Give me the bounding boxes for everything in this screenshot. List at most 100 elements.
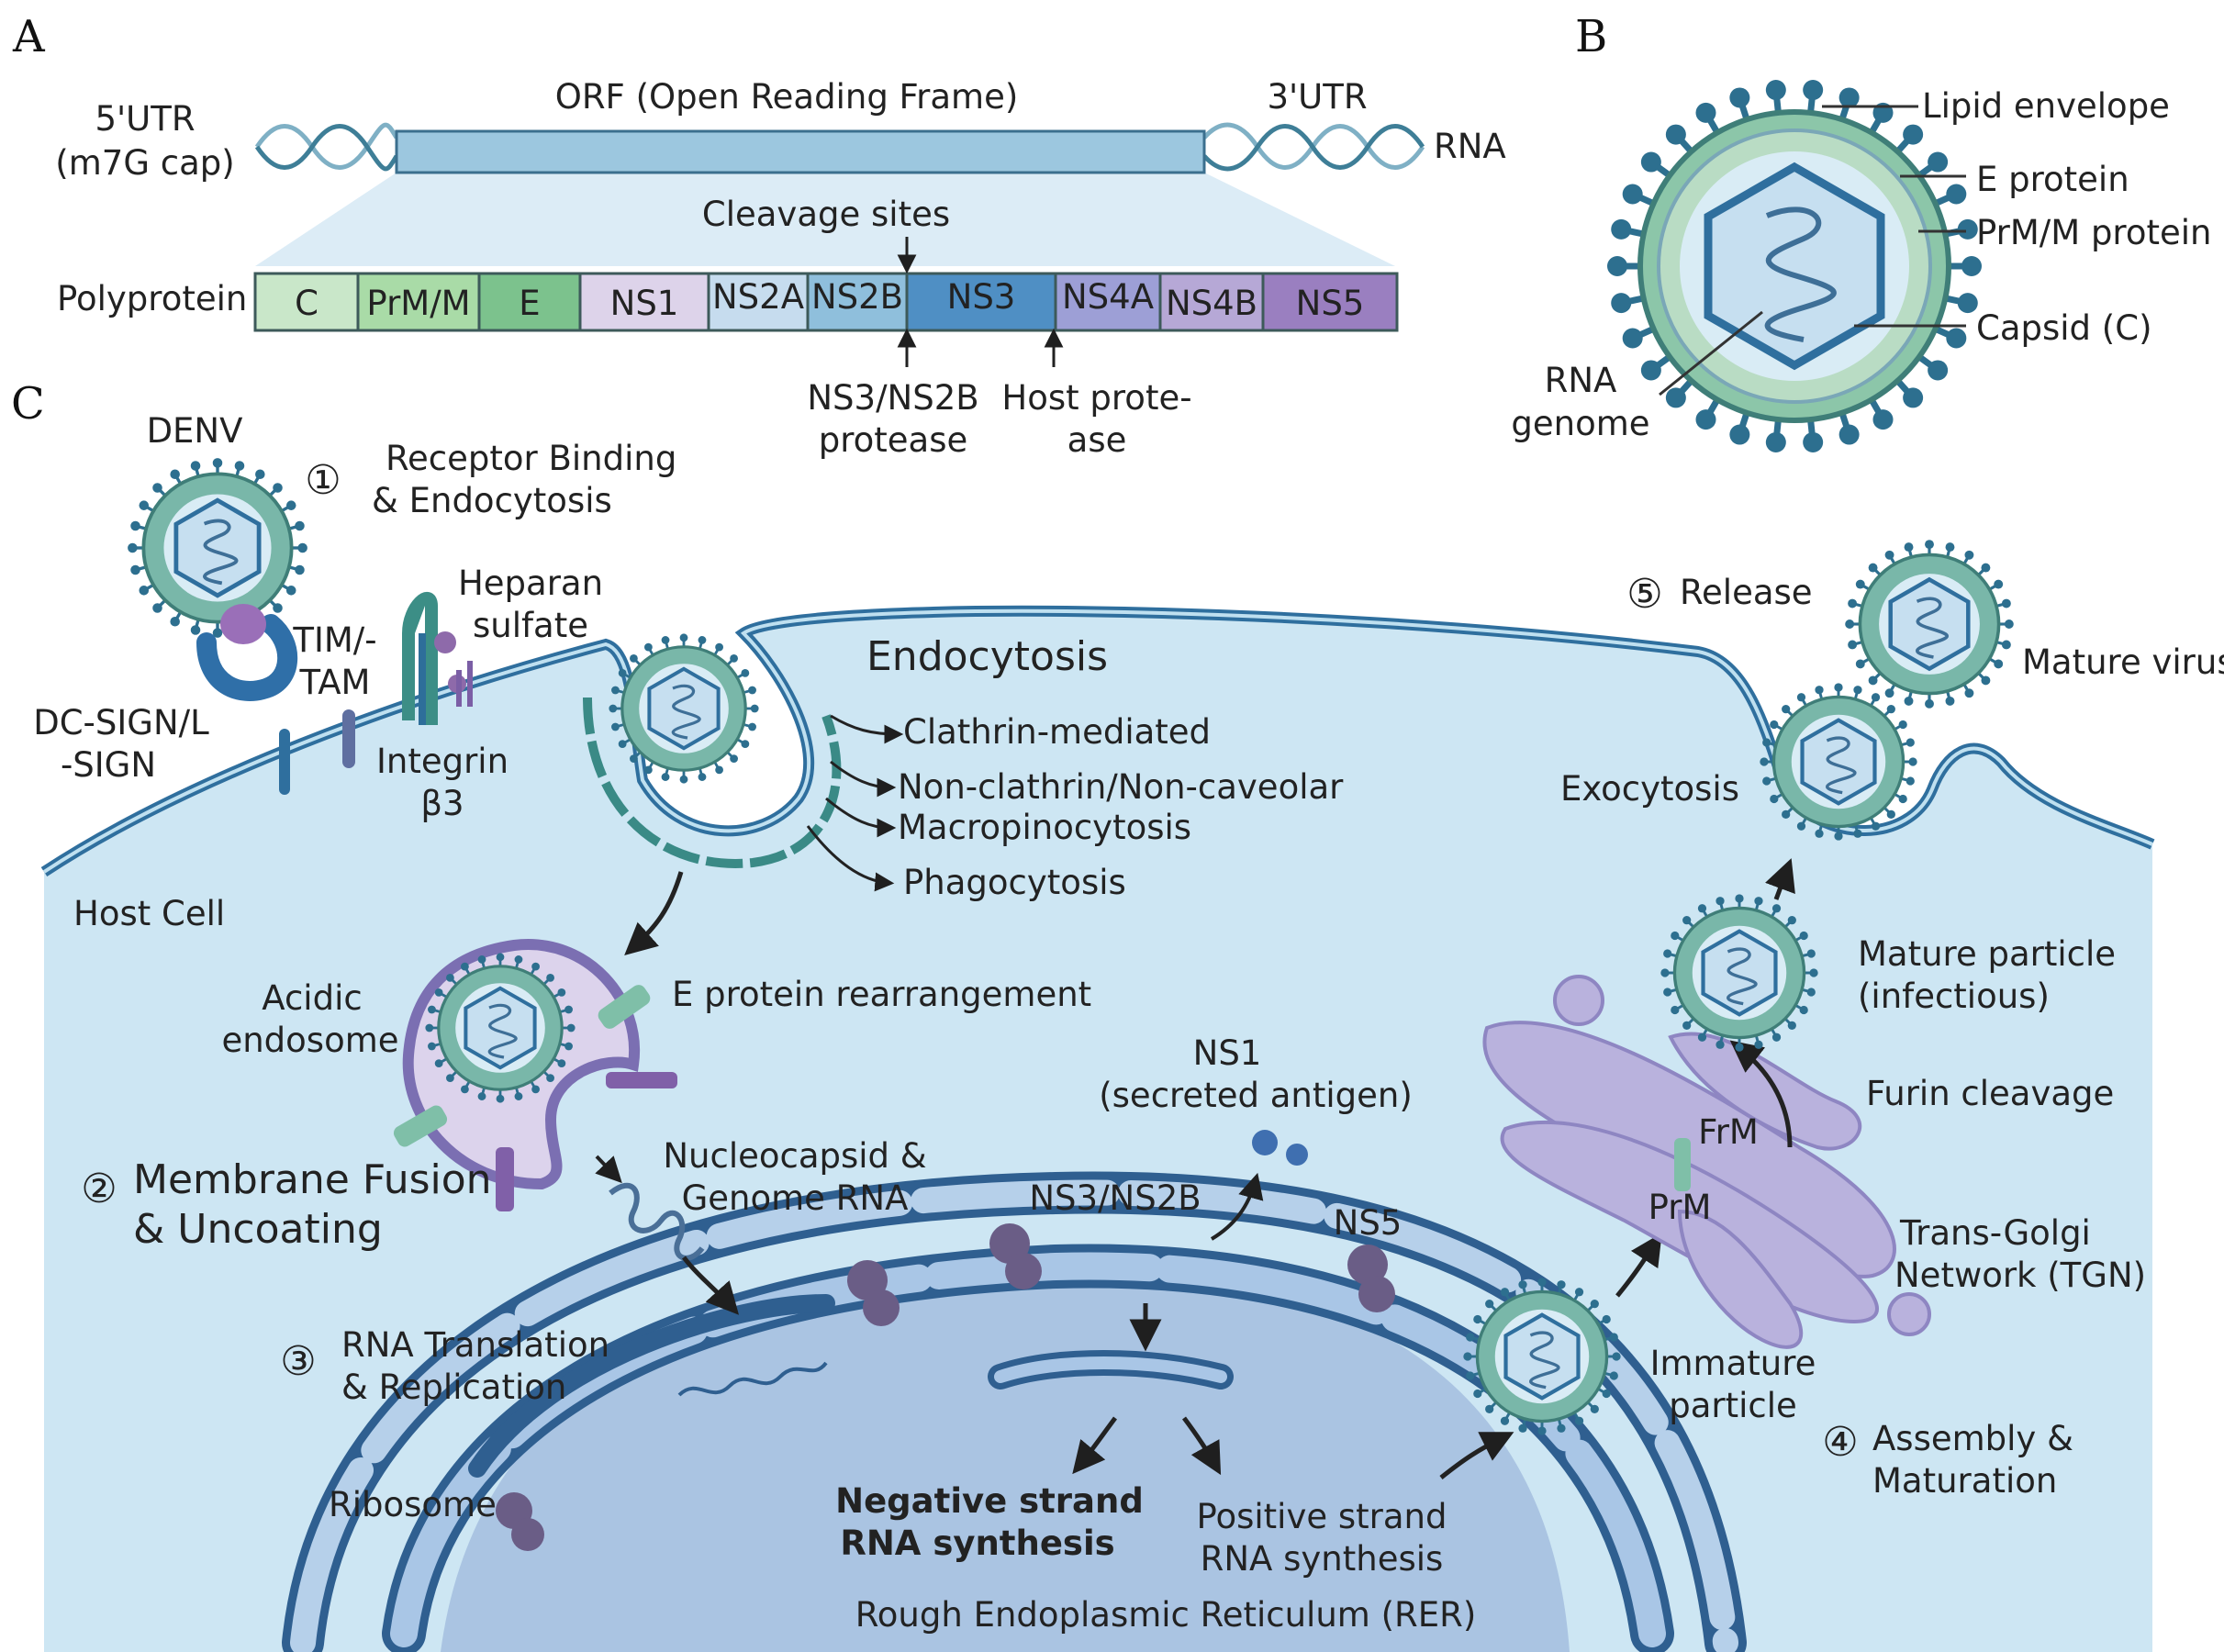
spike-head xyxy=(2004,620,2014,629)
integrin-label-1: Integrin xyxy=(376,742,509,781)
polyprotein-bar xyxy=(253,272,1399,332)
step2-title-2: & Uncoating xyxy=(133,1206,383,1253)
spike-head xyxy=(1663,949,1672,958)
spike-head xyxy=(1612,1352,1621,1361)
spike-head xyxy=(285,500,296,510)
segment-ns5 xyxy=(1261,272,1399,332)
negative-strand-arrow xyxy=(1072,1416,1118,1475)
spike-head xyxy=(698,773,707,781)
virion-rna xyxy=(1528,1331,1560,1390)
spike-head xyxy=(434,988,443,997)
spike-head xyxy=(1908,757,1917,766)
step1-title-2: & Endocytosis xyxy=(372,481,612,520)
step3-title-2: & Replication xyxy=(341,1367,566,1407)
spike-head xyxy=(1994,659,2004,669)
spike-head xyxy=(1905,776,1915,786)
spike-head xyxy=(477,955,486,964)
spike-head xyxy=(1695,102,1716,123)
step4-number: ④ xyxy=(1822,1419,1858,1466)
spike-head xyxy=(1848,640,1858,650)
spike-head xyxy=(1964,688,1974,698)
segment-label-ns5: NS5 xyxy=(1296,284,1365,323)
spike-head xyxy=(1957,218,1978,240)
spike-head xyxy=(2001,640,2011,650)
spike-head xyxy=(1806,949,1816,958)
genome-rna-released xyxy=(609,1182,705,1261)
spike-head xyxy=(1762,776,1771,786)
spike-head xyxy=(1557,1280,1566,1289)
heparan-label-1: Heparan xyxy=(458,564,603,603)
spike-head xyxy=(1838,87,1860,108)
spike-head xyxy=(1607,256,1627,276)
virion-body xyxy=(425,953,576,1103)
spike-head xyxy=(1590,1404,1599,1413)
endocytosis-label: Endocytosis xyxy=(866,633,1108,680)
spike-head xyxy=(630,654,638,663)
spike-head xyxy=(1602,1314,1611,1324)
nucleocapsid-label-1: Nucleocapsid & xyxy=(663,1136,926,1176)
spike-head xyxy=(1981,675,1991,686)
exocytosis-label: Exocytosis xyxy=(1560,769,1739,809)
virion-rna xyxy=(671,684,701,740)
exocytosing-virion xyxy=(1760,683,1917,841)
spike-head xyxy=(1898,720,1907,730)
spike-head xyxy=(698,636,707,644)
assembly-arrow xyxy=(1439,1432,1514,1479)
virion-body xyxy=(1845,540,2014,709)
tim-tam-label-2: TAM xyxy=(299,663,371,702)
spike-head xyxy=(1466,1371,1475,1380)
spike-head xyxy=(1518,1280,1527,1289)
spike-head xyxy=(1729,424,1750,445)
ns3-protease-label-2: protease xyxy=(819,420,968,460)
spike-head xyxy=(1500,1288,1510,1297)
spike-head xyxy=(1946,328,1967,349)
orf-zoom-region xyxy=(255,173,1395,266)
polyprotein-label: Polyprotein xyxy=(57,279,247,318)
spike-head xyxy=(1964,550,1974,560)
nucleocapsid-label-2: Genome RNA xyxy=(682,1178,909,1218)
spike-head xyxy=(1537,1426,1547,1435)
spike-head xyxy=(273,603,283,613)
ns3-ns2b-label: NS3/NS2B xyxy=(1029,1178,1201,1218)
spike-head xyxy=(170,469,180,480)
tgn-label-1: Trans-Golgi xyxy=(1899,1213,2091,1253)
spike-head xyxy=(461,1085,469,1094)
endocytosed-virion xyxy=(609,633,759,784)
spike-head xyxy=(1815,829,1824,838)
spike-head xyxy=(1622,184,1643,205)
orf-bar xyxy=(395,129,1206,174)
frm-label: FrM xyxy=(1698,1112,1759,1152)
spike-head xyxy=(1609,1333,1618,1342)
spike-head xyxy=(139,500,150,510)
spike-head xyxy=(1640,151,1661,173)
rna-genome-label-2: genome xyxy=(1511,404,1649,443)
spike-head xyxy=(234,461,245,471)
step4-title-2: Maturation xyxy=(1872,1461,2057,1501)
to-endosome-arrow xyxy=(624,871,684,955)
spike-head xyxy=(750,704,759,713)
pathway-nonclathrin: Non-clathrin/Non-caveolar xyxy=(898,767,1344,807)
uncoating-arrow xyxy=(595,1155,622,1184)
spike-head xyxy=(1853,829,1862,838)
spike-head xyxy=(1961,256,1982,276)
step1-title-1: Receptor Binding xyxy=(386,439,676,478)
acidic-endosome-label-1: Acidic xyxy=(262,978,362,1018)
spike-head xyxy=(1729,87,1750,108)
spike-head xyxy=(1945,542,1955,553)
translating-rna xyxy=(677,1361,828,1397)
segment-label-e: E xyxy=(519,284,540,323)
rna-genome-label-1: RNA xyxy=(1545,361,1617,400)
spike-head xyxy=(1855,579,1865,589)
spike-head xyxy=(730,654,738,663)
positive-strand-label-1: Positive strand xyxy=(1196,1497,1447,1536)
spike-head xyxy=(425,1023,434,1032)
to-golgi-arrow xyxy=(1615,1233,1662,1298)
segment-prm xyxy=(356,272,481,332)
virion-rna xyxy=(1915,597,1949,659)
negative-strand-label-2: RNA synthesis xyxy=(840,1524,1114,1563)
virion-body xyxy=(1463,1278,1621,1435)
spike-head xyxy=(1485,1404,1494,1413)
spike-head xyxy=(1884,550,1894,560)
mature-particle-label-2: (infectious) xyxy=(1858,977,2050,1016)
